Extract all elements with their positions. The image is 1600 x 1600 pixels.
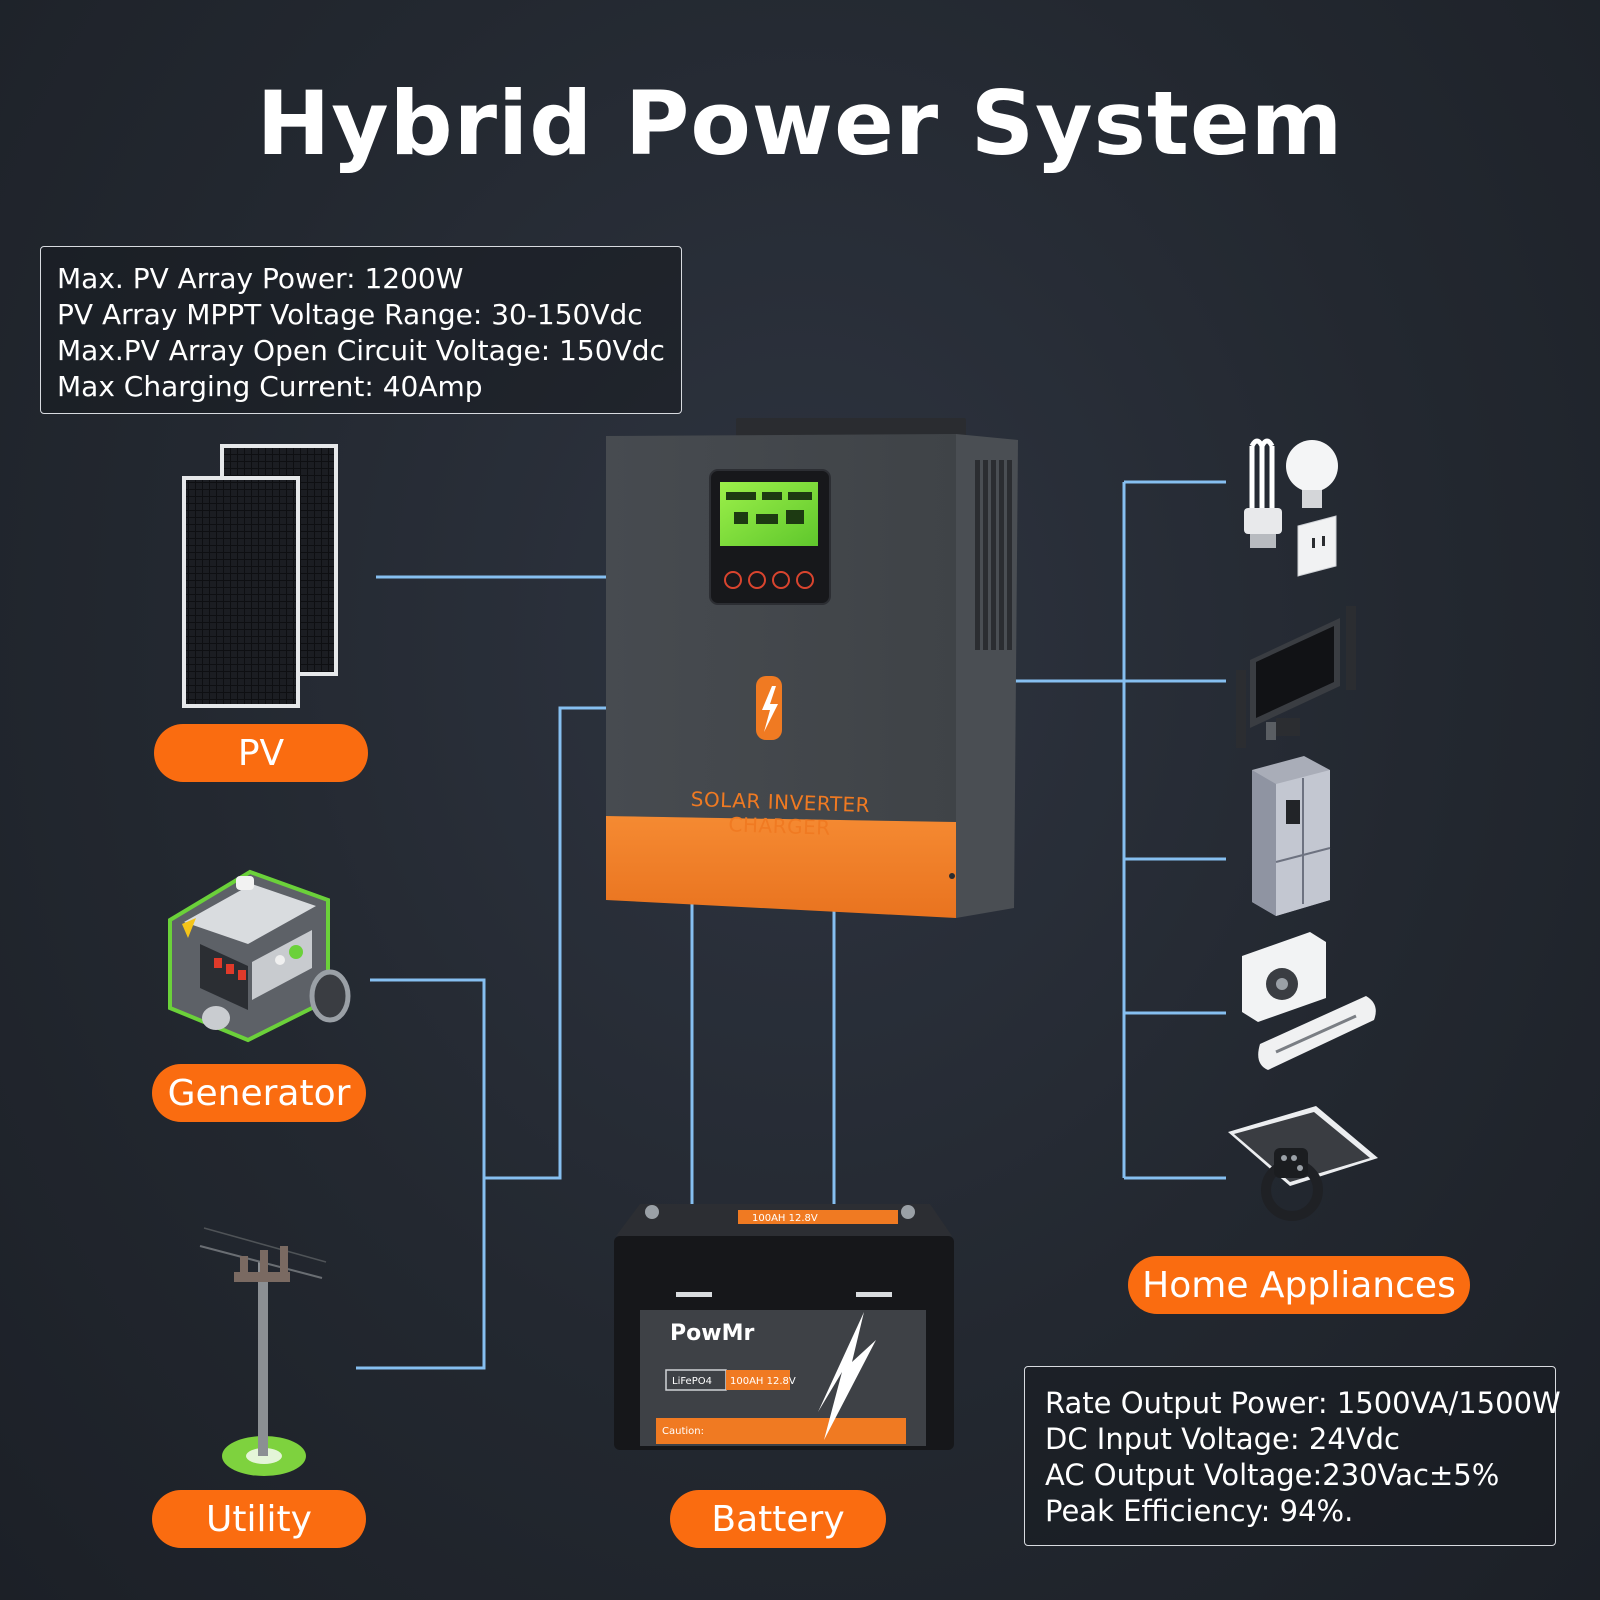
pv-spec-line: Max Charging Current: 40Amp [57, 370, 483, 403]
grid-bus-connection [484, 706, 606, 1180]
down-button [772, 571, 790, 589]
output-specs-box: Rate Output Power: 1500VA/1500W DC Input… [1024, 1366, 1561, 1546]
solar-panel-icon [182, 444, 338, 708]
fridge-icon [1252, 756, 1331, 916]
output-spec-line: AC Output Voltage:230Vac±5% [1045, 1458, 1500, 1492]
generator-label: Generator [152, 1064, 366, 1122]
generator-connection [370, 978, 486, 1178]
output-spec-line: Peak Efficiency: 94%. [1045, 1494, 1354, 1528]
battery-top-label: 100AH 12.8V [752, 1213, 818, 1224]
page-title: Hybrid Power System [256, 72, 1344, 175]
esc-button [724, 571, 742, 589]
home-appliances-label: Home Appliances [1128, 1256, 1470, 1314]
utility-label: Utility [152, 1490, 366, 1548]
battery-type: LiFePO4 [672, 1376, 712, 1387]
air-conditioner-icon [1242, 932, 1376, 1070]
connection-lines [356, 480, 1226, 1370]
pv-spec-line: PV Array MPPT Voltage Range: 30-150Vdc [57, 298, 643, 331]
output-spec-line: Rate Output Power: 1500VA/1500W [1045, 1386, 1561, 1420]
enter-button [796, 571, 814, 589]
pv-spec-line: Max.PV Array Open Circuit Voltage: 150Vd… [57, 334, 665, 367]
pv-specs-box: Max. PV Array Power: 1200W PV Array MPPT… [40, 246, 682, 414]
tv-icon [1236, 606, 1356, 748]
up-button [748, 571, 766, 589]
battery-caution: Caution: [662, 1426, 704, 1437]
pv-spec-line: Max. PV Array Power: 1200W [57, 262, 464, 295]
panel-buttons [724, 571, 814, 589]
generator-icon [168, 869, 351, 1043]
output-spec-line: DC Input Voltage: 24Vdc [1045, 1422, 1400, 1456]
inverter-icon [606, 418, 1018, 918]
utility-pole-icon [199, 1227, 327, 1476]
battery-label: Battery [670, 1490, 886, 1548]
utility-connection [356, 1178, 486, 1370]
battery-rating: 100AH 12.8V [730, 1376, 796, 1387]
pv-label: PV [154, 724, 368, 782]
light-bulb-icon [1244, 438, 1338, 577]
battery-icon: 100AH 12.8V PowMr LiFePO4 100AH 12.8V Ca… [614, 1204, 954, 1450]
inverter-vent [975, 460, 1012, 650]
inverter-label: SOLAR INVERTER CHARGER [690, 786, 871, 840]
battery-brand: PowMr [670, 1321, 754, 1346]
phone-watch-icon [1228, 1106, 1378, 1221]
